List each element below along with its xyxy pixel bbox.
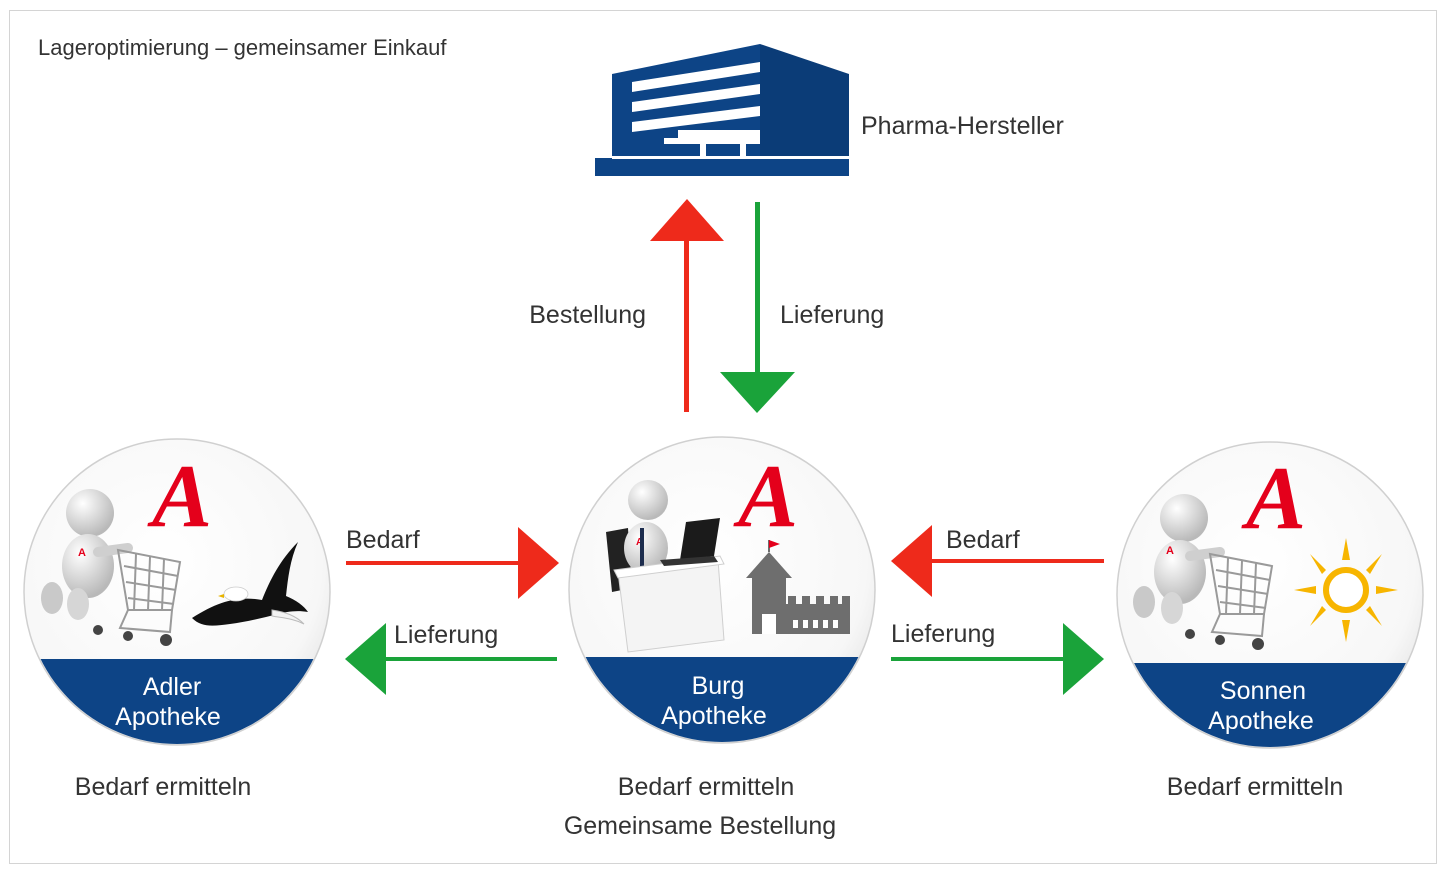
person-with-cart-icon: A: [1133, 494, 1274, 650]
order-label: Bestellung: [529, 301, 646, 329]
pharmacy-burg: A A: [568, 436, 876, 744]
apotheke-logo-icon: A: [147, 447, 212, 546]
delivery-label: Lieferung: [780, 301, 884, 329]
svg-text:A: A: [636, 537, 643, 548]
pharmacy-name-line2: Apotheke: [661, 702, 767, 730]
pharmacy-name-line1: Sonnen: [1220, 677, 1306, 705]
pharmacy-sonnen: A A: [1116, 441, 1424, 749]
delivery-left-label: Lieferung: [394, 621, 498, 649]
diagram-frame: [9, 10, 1437, 864]
pharmacy-adler: A A Adler Apotheke: [23, 438, 331, 746]
order-arrow: [650, 199, 724, 412]
factory-building-icon: [595, 44, 849, 176]
delivery-right-label: Lieferung: [891, 620, 995, 648]
person-at-desk-icon: A: [606, 480, 725, 653]
pharmacy-name-line2: Apotheke: [1208, 707, 1314, 735]
demand-left-label: Bedarf: [346, 526, 420, 554]
person-with-cart-icon: A: [41, 489, 182, 646]
pharmacy-name-line2: Apotheke: [115, 703, 221, 731]
delivery-arrow-down: [720, 202, 795, 413]
apotheke-logo-icon: A: [1241, 449, 1306, 548]
castle-icon: [746, 540, 850, 634]
delivery-arrow-right: [891, 623, 1104, 695]
sun-icon: [1294, 538, 1398, 642]
pharmacy-name-line1: Adler: [143, 673, 201, 701]
demand-right-label: Bedarf: [946, 526, 1020, 554]
burg-caption: Bedarf ermitteln: [618, 773, 794, 801]
demand-arrow-left: [346, 527, 559, 599]
svg-text:A: A: [78, 547, 86, 559]
apotheke-logo-icon: A: [733, 447, 798, 546]
svg-text:A: A: [1166, 545, 1174, 557]
sonnen-caption: Bedarf ermitteln: [1167, 773, 1343, 801]
burg-caption-2: Gemeinsame Bestellung: [564, 812, 836, 840]
manufacturer-label: Pharma-Hersteller: [861, 112, 1064, 140]
adler-caption: Bedarf ermitteln: [75, 773, 251, 801]
delivery-arrow-left: [345, 623, 557, 695]
eagle-icon: [192, 542, 308, 626]
pharmacy-name-line1: Burg: [692, 672, 745, 700]
diagram-title: Lageroptimierung – gemeinsamer Einkauf: [38, 35, 447, 60]
demand-arrow-right: [891, 525, 1104, 597]
